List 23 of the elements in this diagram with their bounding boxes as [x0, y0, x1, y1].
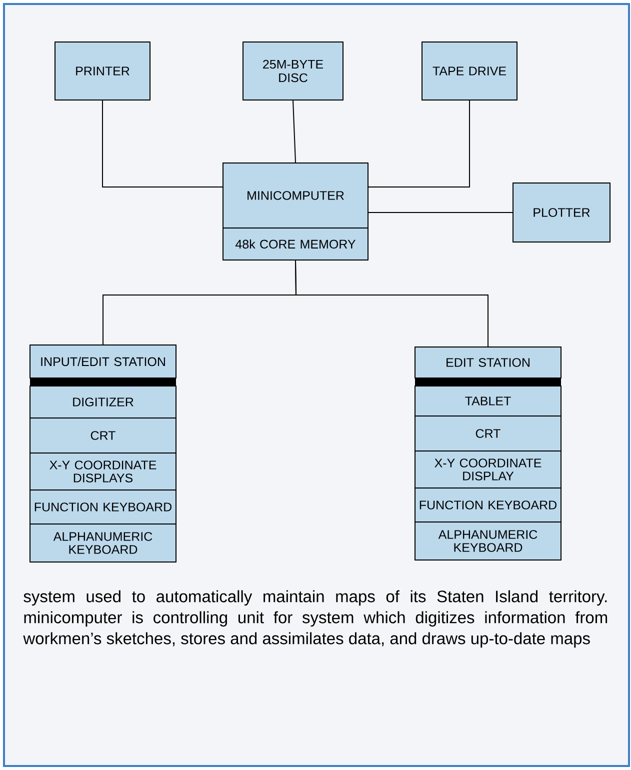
panel-cell: CRT [414, 416, 562, 452]
device-box: 25M-BYTE DISC [242, 42, 344, 100]
panel-cell: DIGITIZER [30, 386, 176, 418]
connector-line [368, 212, 513, 213]
panel-cell: TABLET [414, 386, 562, 416]
panel-cell: FUNCTION KEYBOARD [414, 488, 562, 522]
computer-box: MINICOMPUTER 48k CORE MEMORY [222, 162, 368, 260]
device-box: PLOTTER [512, 182, 610, 242]
connector-line [102, 100, 223, 188]
panel-cell: ALPHANUMERIC KEYBOARD [414, 522, 562, 560]
panel-cell: X-Y COORDINATE DISPLAYS [30, 452, 176, 490]
panel-cell: EDIT STATION [414, 346, 562, 378]
panel-cell: FUNCTION KEYBOARD [30, 490, 176, 524]
connector-line [368, 100, 470, 188]
panel-cell: ALPHANUMERIC KEYBOARD [30, 524, 176, 562]
panel-cell: CRT [30, 418, 176, 454]
device-box: TAPE DRIVE [422, 42, 518, 100]
connector-line [295, 260, 488, 348]
panel-cell: INPUT/EDIT STATION [30, 344, 176, 378]
caption: system used to automatically maintain maps of its Staten Island territory. minicomputer is controlling unit for system which digitizes information from workmen’s sketches, stores and assimilates data, and draws up-to-date maps [23, 590, 608, 648]
device-box: PRINTER [54, 42, 150, 100]
connector-line [292, 100, 296, 163]
panel-cell: X-Y COORDINATE DISPLAY [414, 450, 562, 488]
